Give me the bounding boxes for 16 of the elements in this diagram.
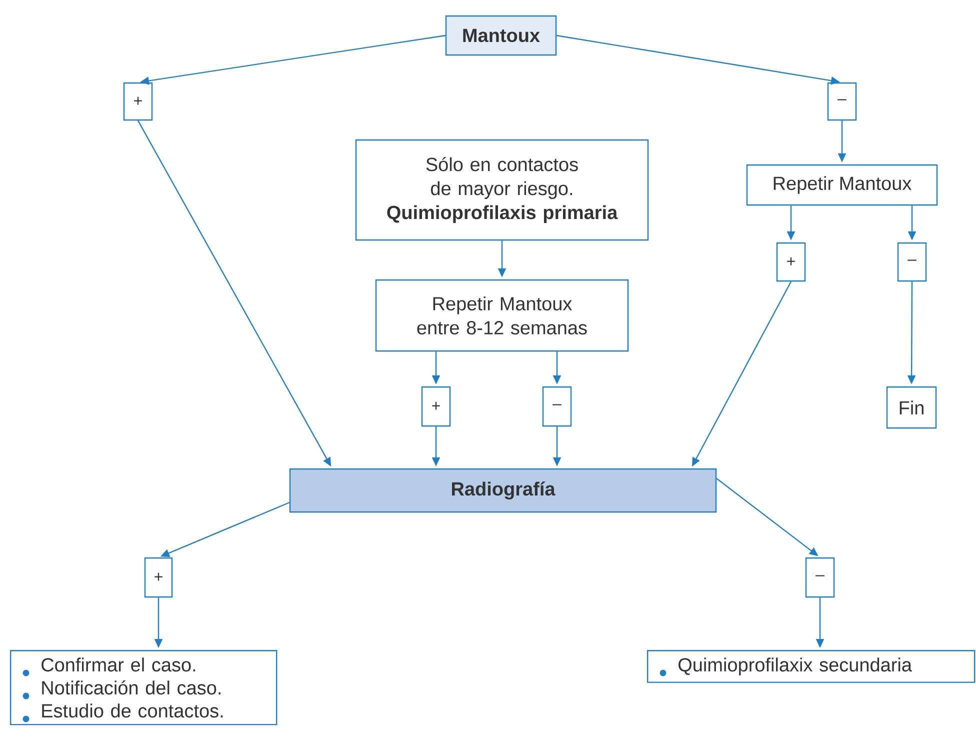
- end-box: Fin: [886, 386, 937, 429]
- bullet-list-box: Quimioprofilaxix secundaria: [647, 650, 976, 683]
- process-box: Radiografía: [289, 468, 717, 513]
- result-box: +: [123, 82, 153, 121]
- result-box: –: [897, 242, 927, 282]
- process-box: Repetir Mantoux: [746, 164, 938, 206]
- start-box: Mantoux: [445, 15, 557, 56]
- result-box: –: [542, 386, 572, 427]
- process-box: Sólo en contactos de mayor riesgo. Quimioprofilaxis primaria: [355, 139, 649, 241]
- result-box: –: [805, 557, 835, 598]
- bullet-list-box: Confirmar el caso. Notificación del caso. Estudio de contactos.: [10, 650, 278, 726]
- process-box: Repetir Mantoux entre 8-12 semanas: [375, 279, 629, 352]
- result-box: +: [144, 557, 173, 598]
- result-box: +: [776, 242, 806, 282]
- result-box: +: [421, 386, 451, 427]
- result-box: –: [827, 82, 857, 121]
